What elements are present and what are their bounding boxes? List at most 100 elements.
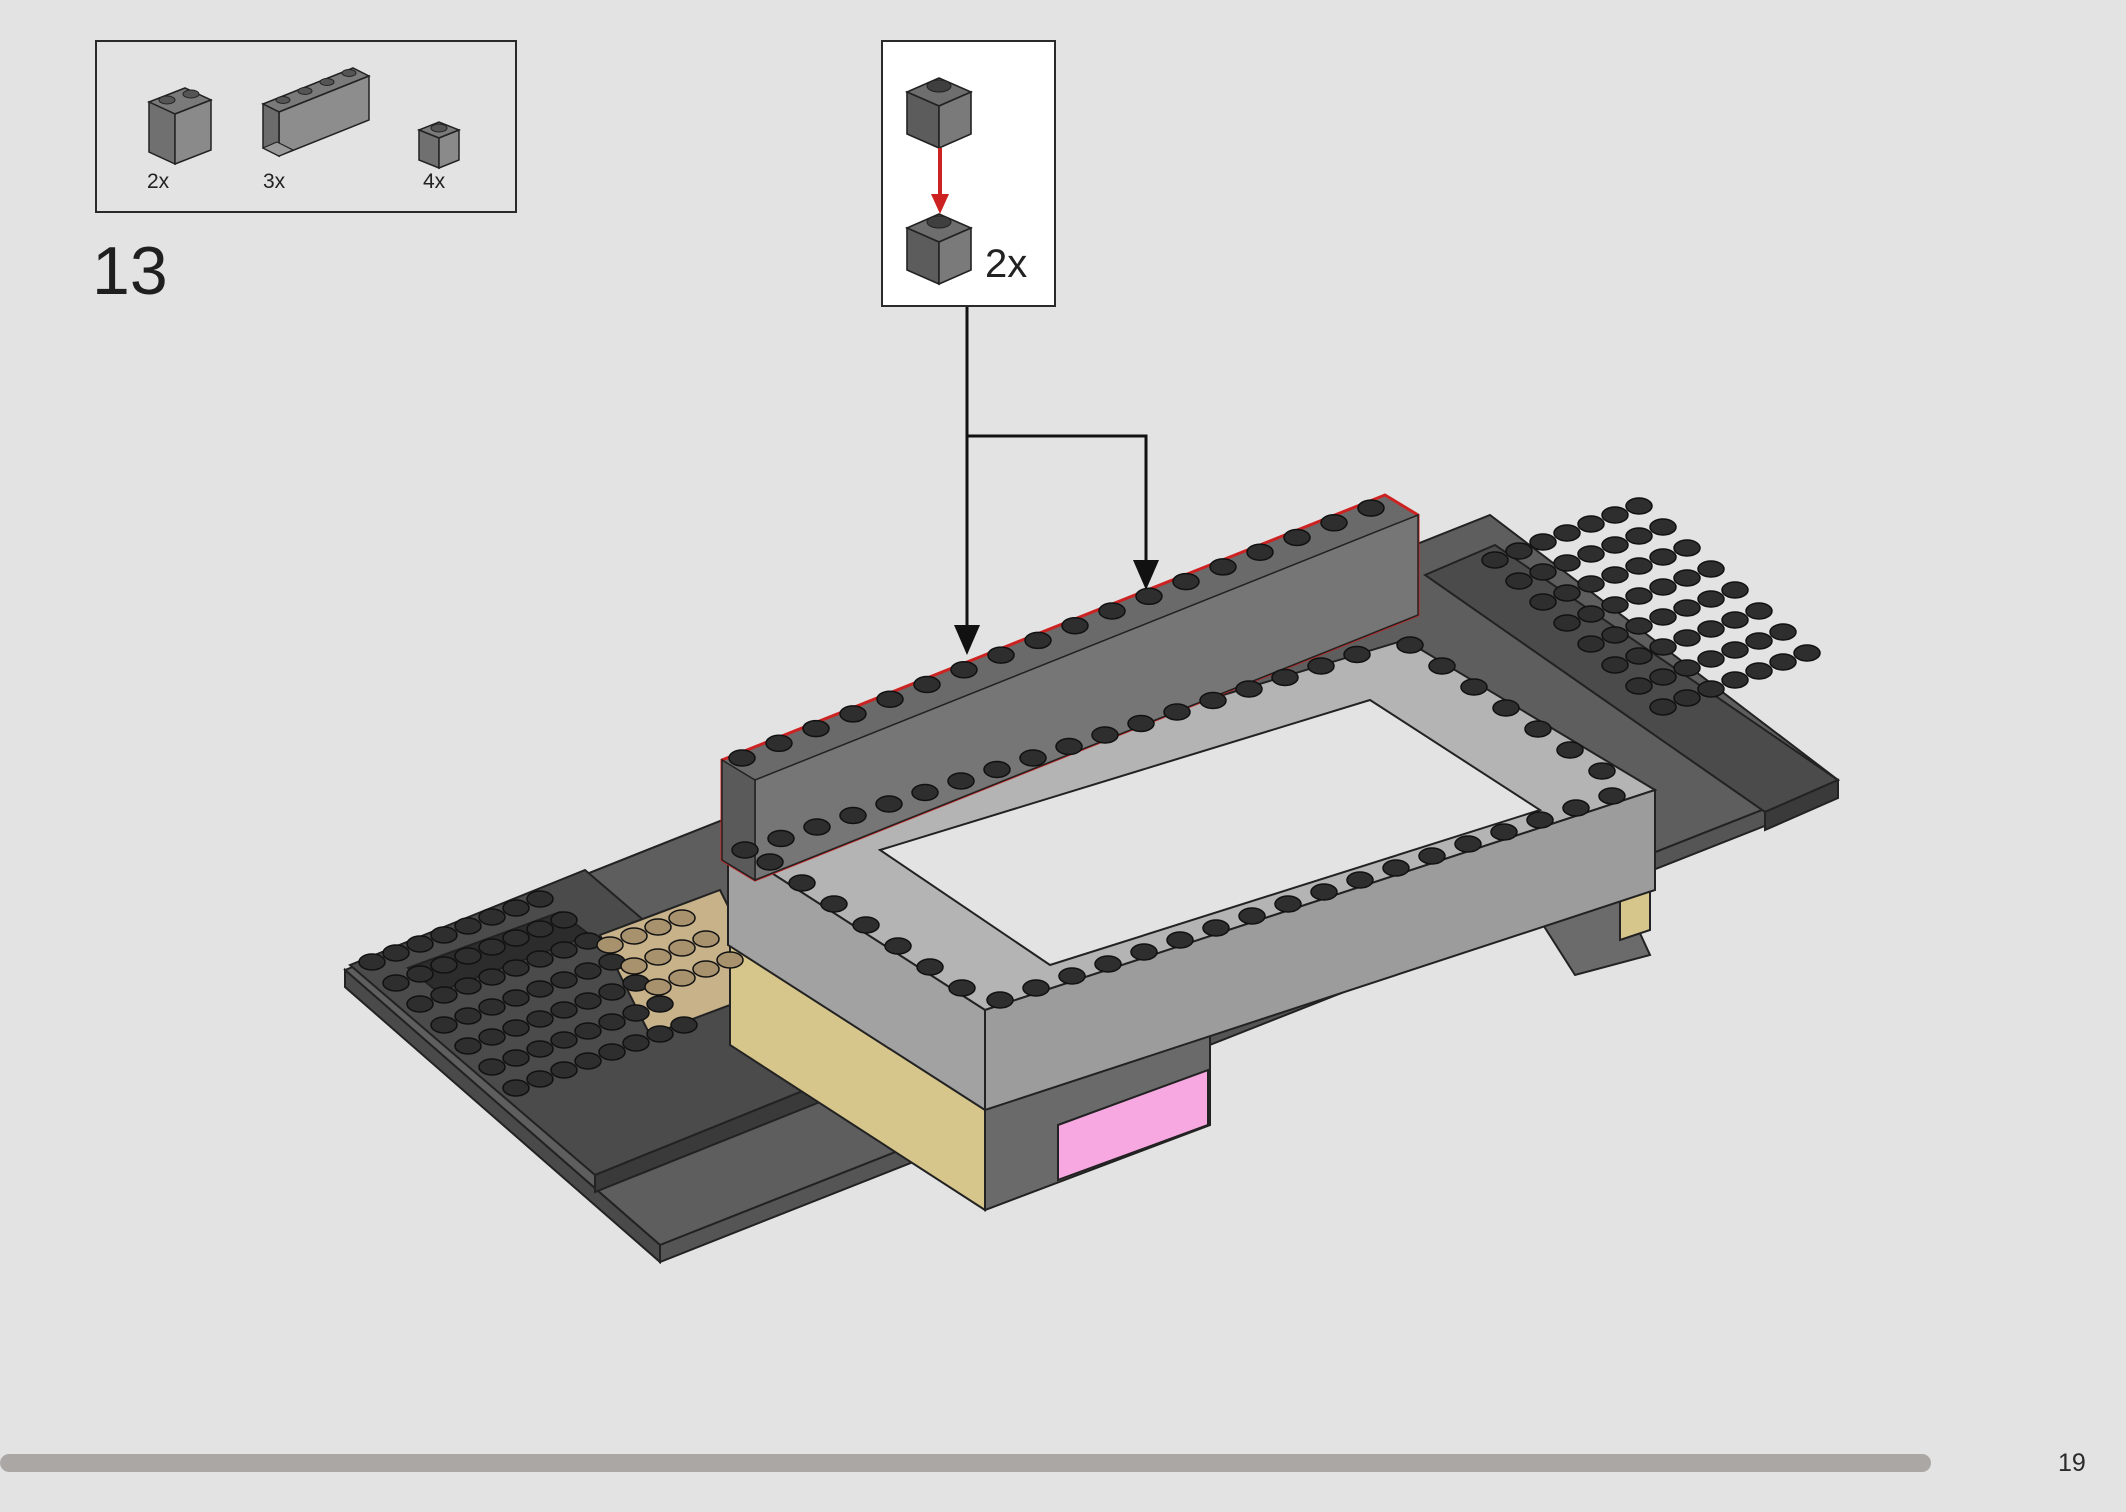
stud	[1697, 560, 1725, 578]
stud	[644, 918, 672, 936]
stud	[1721, 581, 1749, 599]
stud	[406, 935, 434, 953]
stud	[839, 806, 867, 825]
stud	[1209, 558, 1237, 576]
stud	[1625, 587, 1653, 605]
stud	[598, 1013, 626, 1031]
stud	[1553, 554, 1581, 572]
stud	[692, 930, 720, 948]
stud	[526, 890, 554, 908]
stud	[550, 941, 578, 959]
stud	[526, 1040, 554, 1058]
stud	[767, 829, 795, 848]
stud	[876, 690, 904, 708]
stud	[1130, 943, 1158, 961]
stud	[986, 991, 1014, 1009]
stud	[1428, 657, 1456, 675]
stud	[1418, 847, 1446, 865]
stud	[1601, 656, 1629, 674]
stud	[596, 936, 624, 954]
stud	[574, 1022, 602, 1040]
stud	[1577, 605, 1605, 623]
stud	[550, 1061, 578, 1079]
stud	[716, 951, 744, 969]
stud	[550, 1001, 578, 1019]
stud	[1460, 678, 1488, 696]
stud	[430, 1016, 458, 1034]
stud	[478, 938, 506, 956]
stud	[1745, 632, 1773, 650]
stud	[1577, 635, 1605, 653]
stud	[478, 1028, 506, 1046]
stud	[1505, 572, 1533, 590]
stud	[358, 953, 386, 971]
progress-bar-track	[0, 1454, 2026, 1472]
stud	[1649, 698, 1677, 716]
stud	[502, 1049, 530, 1067]
stud-group	[358, 497, 1821, 1097]
stud	[430, 926, 458, 944]
stud	[1127, 714, 1155, 733]
subassembly-callout: 2x	[881, 40, 1056, 307]
stud	[1238, 907, 1266, 925]
stud	[574, 1052, 602, 1070]
stud	[1024, 631, 1052, 650]
stud	[502, 1079, 530, 1097]
stud	[1625, 497, 1653, 515]
stud	[728, 749, 756, 767]
stud	[1346, 871, 1374, 889]
stud	[911, 783, 939, 802]
stud	[502, 959, 530, 977]
stud	[950, 661, 978, 679]
stud	[875, 795, 903, 813]
right-stud-plate	[1422, 543, 1841, 832]
stud	[526, 1010, 554, 1028]
stud	[1649, 548, 1677, 566]
stud	[1163, 703, 1191, 721]
stud	[526, 920, 554, 938]
stud	[1343, 645, 1371, 664]
stud	[884, 937, 912, 955]
brick-1x1-bottom-icon	[905, 213, 973, 286]
stud	[526, 1070, 554, 1088]
stud	[1769, 653, 1797, 671]
stud	[1202, 919, 1230, 937]
progress-bar-fill	[0, 1454, 1931, 1472]
stud	[1505, 542, 1533, 560]
arrow-head-left	[954, 625, 980, 655]
stud	[1577, 515, 1605, 533]
light-gray-frame	[725, 638, 1658, 1112]
stud	[478, 968, 506, 986]
stud	[948, 979, 976, 997]
stud	[1601, 536, 1629, 554]
stud	[502, 989, 530, 1007]
stud	[644, 978, 672, 996]
stud	[1577, 545, 1605, 563]
stud	[1320, 514, 1348, 532]
stud	[1601, 626, 1629, 644]
stud	[1529, 533, 1557, 551]
stud	[1091, 726, 1119, 744]
stud	[526, 980, 554, 998]
stud	[1673, 629, 1701, 647]
stud	[1454, 835, 1482, 853]
stud	[731, 841, 759, 859]
panel-1x4-icon	[261, 67, 371, 158]
part-qty-3: 4x	[423, 170, 446, 193]
step-number: 13	[92, 233, 168, 309]
stud	[1553, 584, 1581, 602]
stud	[622, 1034, 650, 1052]
stud	[765, 734, 793, 753]
stud	[987, 646, 1015, 664]
stud	[1721, 611, 1749, 629]
stud	[1745, 662, 1773, 680]
stud	[1235, 680, 1263, 698]
stud	[430, 956, 458, 974]
stud	[574, 992, 602, 1010]
stud	[478, 908, 506, 926]
stud	[1601, 506, 1629, 524]
stud	[1673, 689, 1701, 707]
stud	[913, 675, 941, 694]
stud	[1721, 671, 1749, 689]
